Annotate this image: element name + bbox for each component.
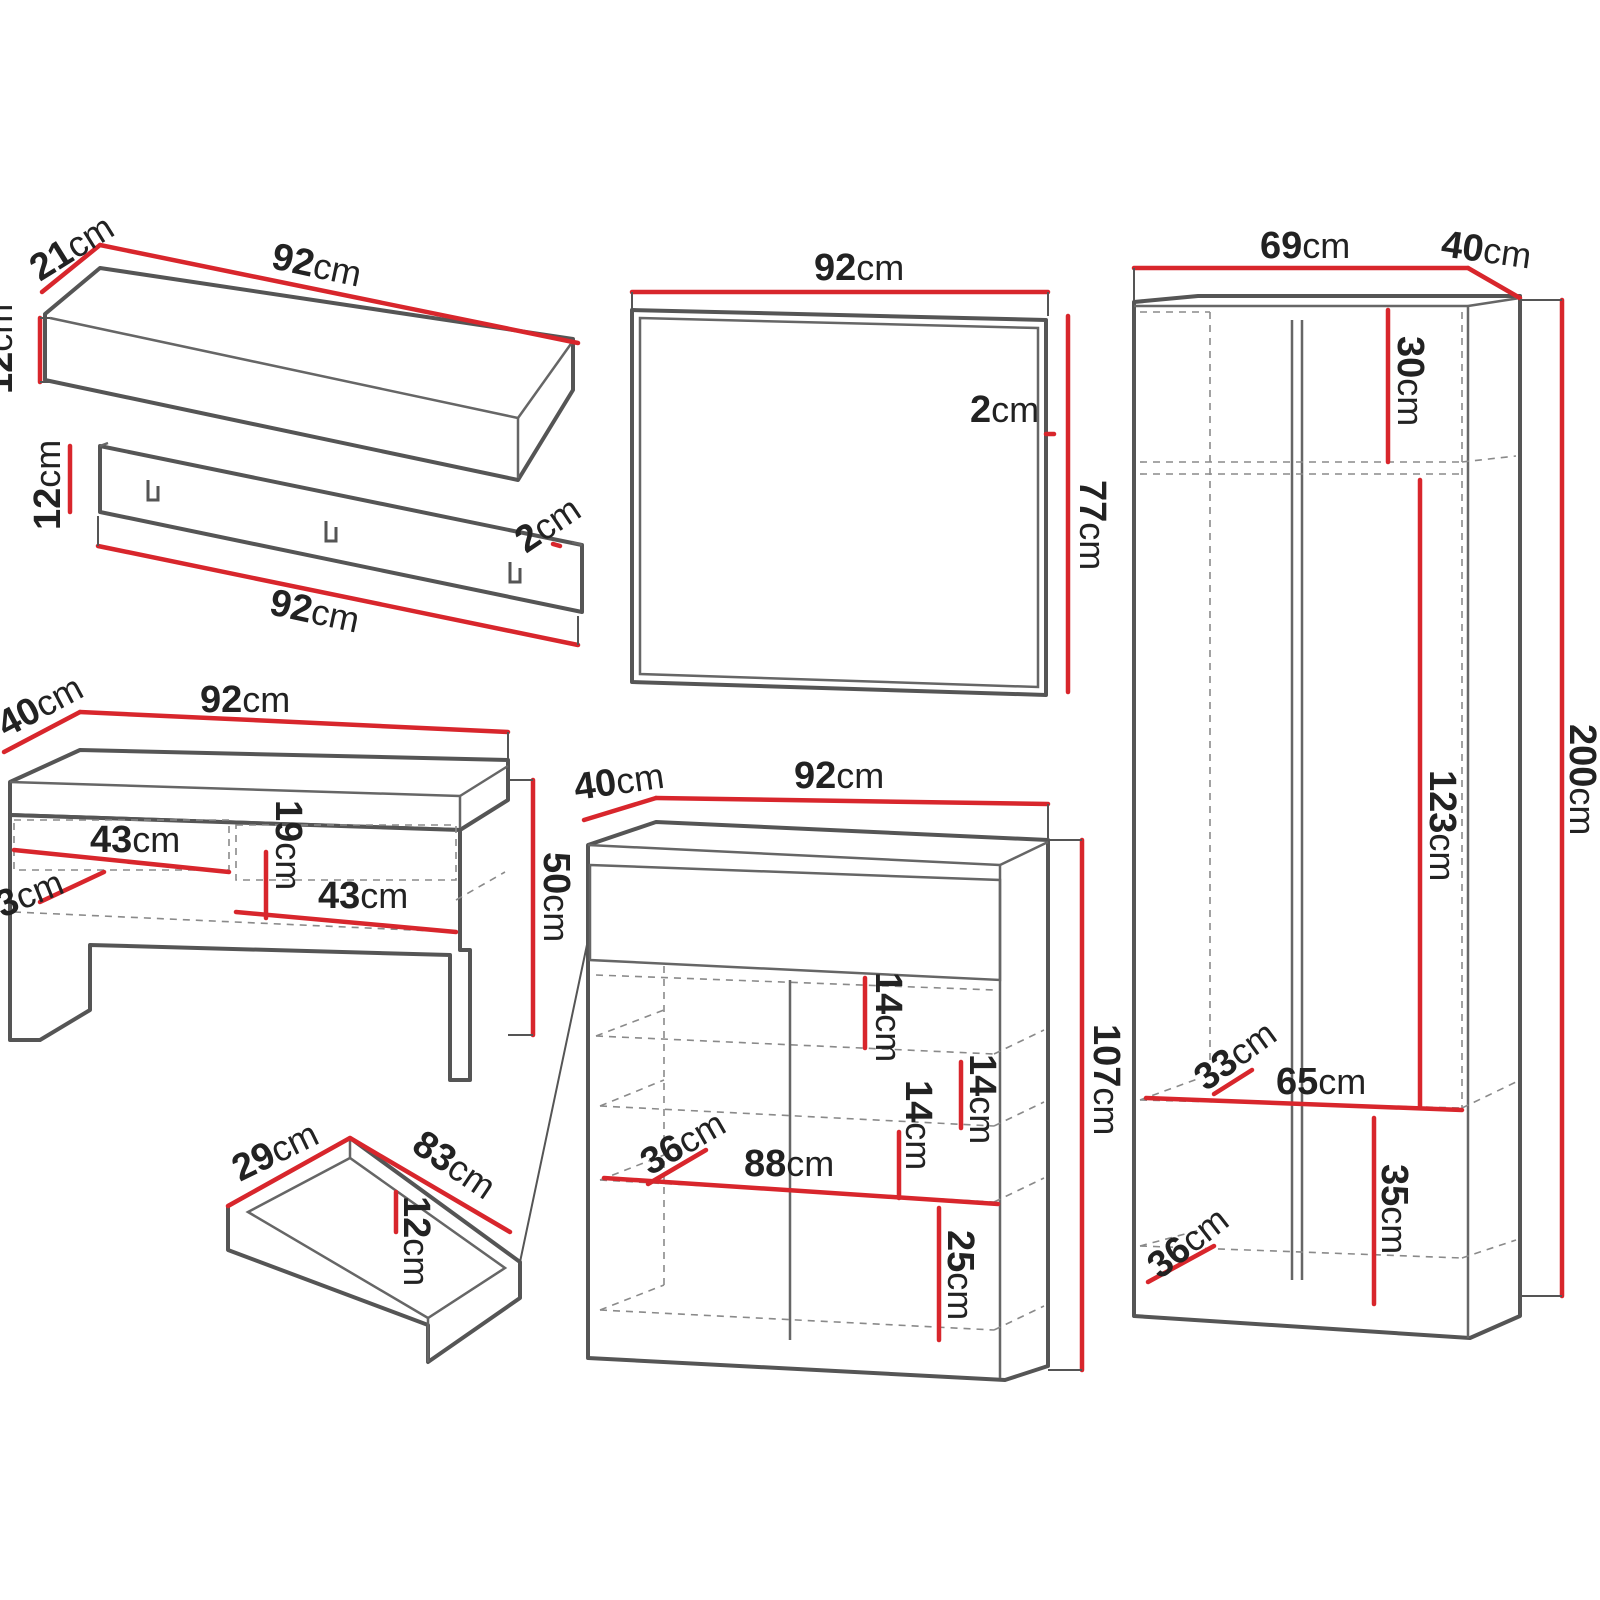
hook-icon <box>324 521 338 543</box>
console-depth-line <box>1 709 83 755</box>
wardrobe-width-label: 69cm <box>1260 225 1350 267</box>
cabinet-shelf-gap-1-label: 14cm <box>867 972 909 1062</box>
cabinet-height-label: 107cm <box>1085 1024 1127 1135</box>
wardrobe-depth-label: 40cm <box>1439 223 1534 277</box>
drawer-height-label: 12cm <box>395 1196 437 1286</box>
console-drawer-left-width-label: 43cm <box>90 819 180 861</box>
wall-shelf <box>37 242 581 482</box>
mirror-height-label: 77cm <box>1071 480 1113 570</box>
drawer-box <box>225 939 589 1364</box>
wardrobe-bottom-compartment-label: 35cm <box>1373 1164 1415 1254</box>
wall-shelf-width-line <box>97 242 581 346</box>
shoe-cabinet <box>581 795 1085 1382</box>
mirror <box>629 289 1071 697</box>
hanger-width-label: 92cm <box>266 582 363 642</box>
hanger-height-label: 12cm <box>27 440 69 530</box>
drawer-width-line <box>225 1135 353 1209</box>
wardrobe-hanging-space-label: 123cm <box>1421 770 1463 881</box>
hanger-thickness-line <box>550 541 563 549</box>
console-drawer-right-width-label: 43cm <box>318 875 408 917</box>
cabinet-depth-line <box>581 795 659 823</box>
console-drawer-height-label: 19cm <box>267 800 309 890</box>
console-width-label: 92cm <box>200 679 290 721</box>
hook-icon <box>508 562 522 584</box>
wardrobe-shelf-width-label: 65cm <box>1276 1061 1366 1103</box>
console-table <box>1 709 536 1082</box>
hanger-width-line <box>95 543 581 648</box>
wardrobe-bottom-depth-line <box>1145 1243 1217 1285</box>
console-height-label: 50cm <box>535 852 577 942</box>
console-drawer-left-width-line <box>11 847 232 875</box>
wardrobe-shelf-width-line <box>1143 1095 1465 1113</box>
wall-shelf-width-label: 92cm <box>268 236 365 296</box>
wardrobe-height-label: 200cm <box>1561 724 1600 835</box>
mirror-width-label: 92cm <box>814 247 904 289</box>
console-depth-label: 40cm <box>0 666 90 745</box>
cabinet-shelf-depth-line <box>645 1147 709 1187</box>
console-drawer-right-width-line <box>233 909 459 935</box>
cabinet-width-label: 92cm <box>794 755 884 797</box>
mirror-thickness-label: 2cm <box>970 389 1039 431</box>
wardrobe-shelf-depth-line <box>1211 1067 1255 1097</box>
console-width-line <box>77 709 511 735</box>
cabinet-shelf-gap-3-label: 14cm <box>897 1080 939 1170</box>
drawer-length-line <box>347 1135 513 1235</box>
wardrobe-depth-line <box>1465 265 1523 301</box>
cabinet-width-line <box>653 795 1051 807</box>
wardrobe <box>1131 265 1565 1340</box>
wall-shelf-depth-line <box>39 242 103 295</box>
cabinet-depth-label: 40cm <box>571 755 666 809</box>
wall-shelf-height-label: 12cm <box>0 304 21 394</box>
hanger-board <box>67 441 584 648</box>
console-drawer-depth-line <box>37 869 107 905</box>
cabinet-shelf-gap-2-label: 14cm <box>961 1054 1003 1144</box>
hook-icon <box>146 480 160 502</box>
cabinet-shelf-width-label: 88cm <box>744 1143 834 1185</box>
cabinet-bottom-gap-label: 25cm <box>939 1230 981 1320</box>
wardrobe-top-compartment-label: 30cm <box>1389 336 1431 426</box>
cabinet-shelf-width-line <box>601 1175 1001 1207</box>
